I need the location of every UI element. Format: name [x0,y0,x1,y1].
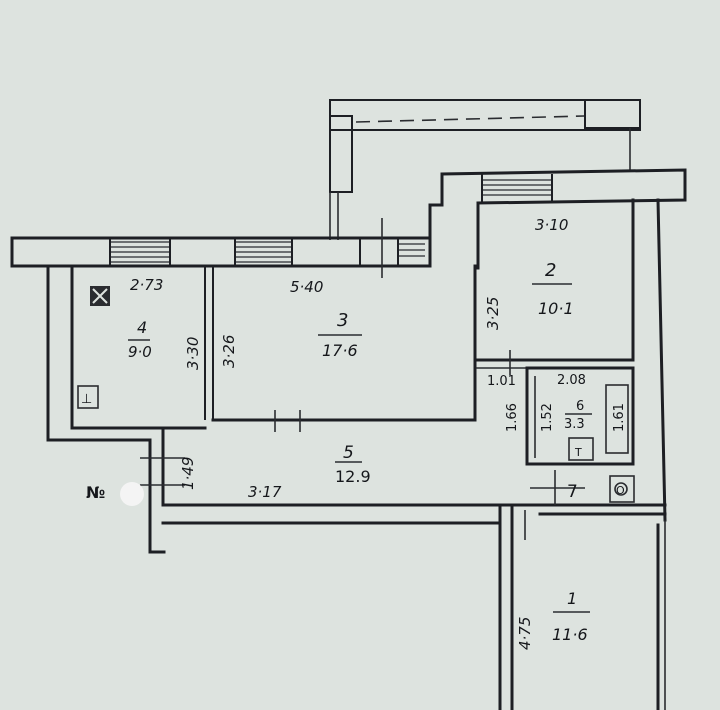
dim-corridor-height: 1.66 [505,403,520,432]
dim-room1-height: 4·75 [516,617,534,650]
room4-number: 4 [137,318,147,337]
dim-room6-height: 1.52 [540,403,555,432]
dim-room3-height: 3·26 [220,335,238,368]
sink-circle [614,482,628,496]
left-walls [46,264,207,554]
room3-number: 3 [337,310,348,331]
apartment-label: № [86,483,105,502]
window-room3 [235,241,292,263]
balcony-left-post [329,115,353,193]
radiator-icon [77,385,99,409]
dim-corridor-width: 1.01 [487,374,516,389]
redaction-blob [120,482,144,506]
upper-step-wall [428,168,687,240]
balcony-rail [329,99,641,131]
dim-room6-inner: 1.61 [612,403,627,432]
balcony-right-post [584,99,641,129]
window-room4 [110,241,170,263]
window-room2 [481,174,553,203]
interior-walls [140,264,667,525]
room2-number: 2 [545,260,556,281]
room2-area: 10·1 [538,299,574,318]
dim-room4-width: 2·73 [130,276,163,294]
top-wall [10,236,432,268]
toilet-symbol: T [574,446,582,459]
toilet [568,437,594,461]
room5-area: 12.9 [335,467,371,486]
right-walls [476,198,667,522]
room6-number: 6 [576,399,584,414]
stove-icon [90,286,110,306]
room1-area: 11·6 [552,625,588,644]
right-exterior-wall [656,198,667,522]
balcony-dashed-line [355,115,585,123]
dim-room2-width: 3·10 [535,216,568,234]
dim-room3-width: 5·40 [290,278,323,296]
room4-area: 9·0 [128,343,152,361]
bathtub [605,384,629,454]
dim-room4-height: 3·30 [184,337,202,370]
room1-walls [498,503,666,710]
dim-room5-height: 1·49 [179,457,197,490]
dim-room5-width: 3·17 [248,483,282,501]
exterior-walls [10,168,687,278]
dim-room2-height: 3·25 [484,297,502,330]
room5-number: 5 [343,443,354,463]
radiator-symbol: ⊥ [81,392,92,407]
room7-number: 7 [567,482,578,502]
left-bottom-wall [46,438,166,554]
room1-number: 1 [567,589,577,608]
room6-area: 3.3 [564,417,585,432]
room3-area: 17·6 [322,341,358,360]
sink-box [609,475,635,503]
labels: 2·73 5·40 3·10 3·30 3·26 3·25 1·49 4·75 … [81,216,627,650]
dim-room6-width: 2.08 [557,373,586,388]
room6-walls [525,366,635,466]
sink-symbol: O [616,484,625,497]
balcony-door [381,218,425,278]
balcony [329,99,641,240]
